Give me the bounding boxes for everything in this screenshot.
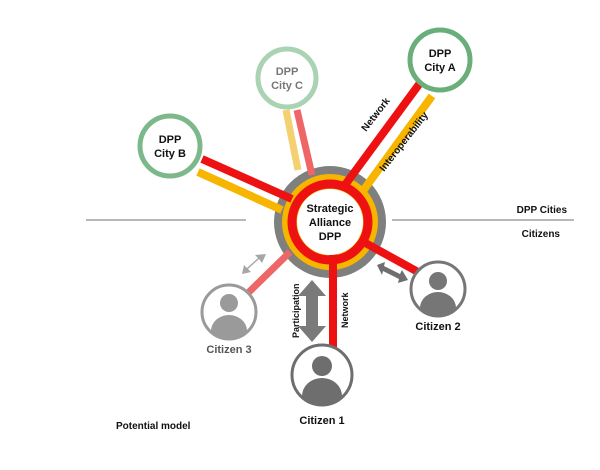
participation-arrow-citizen-2 (377, 262, 408, 283)
link-city-b-interoperability (196, 168, 284, 214)
city-c-label-line1: DPP (276, 66, 299, 78)
section-label-citizens: Citizens (522, 229, 561, 240)
center-label-line1: Strategic (306, 203, 353, 215)
city-b-label-line2: City B (154, 148, 186, 160)
center-label-line3: DPP (319, 231, 342, 243)
citizen-3-person-icon (211, 294, 247, 339)
caption: Potential model (116, 421, 191, 432)
city-a-label-line1: DPP (429, 48, 452, 60)
link-city-a-network (341, 80, 424, 188)
citizen-1-person-icon (302, 356, 342, 404)
city-b-label-line1: DPP (159, 134, 182, 146)
citizen-network-link-label: Network (340, 291, 350, 328)
participation-link-label: Participation (291, 283, 301, 338)
city-c-circle (255, 46, 319, 110)
city-a-circle (407, 27, 473, 93)
citizen-2-node[interactable]: Citizen 2 (409, 260, 467, 333)
center-label-line2: Alliance (309, 217, 351, 229)
participation-arrow-citizen-3 (242, 254, 266, 274)
city-c-label-line2: City C (271, 80, 303, 92)
citizen-1-node[interactable]: Citizen 1 (290, 343, 354, 427)
link-city-a-interoperability (356, 93, 436, 198)
link-citizen-2-network (358, 236, 420, 276)
city-b-node[interactable]: DPP City B (137, 113, 203, 179)
citizen-2-person-icon (420, 272, 456, 316)
city-c-node[interactable]: DPP City C (255, 46, 319, 110)
section-label-dpp-cities: DPP Cities (517, 205, 568, 216)
city-a-label-line2: City A (424, 62, 455, 74)
link-citizen-3-network (245, 249, 293, 296)
link-city-b-network (200, 155, 294, 203)
citizen-1-label: Citizen 1 (299, 415, 344, 427)
city-b-circle (137, 113, 203, 179)
interoperability-link-label: Interoperability (378, 110, 431, 174)
link-city-c-network (293, 109, 316, 176)
center-core (297, 189, 363, 255)
center-network-ring (287, 179, 373, 265)
citizen-2-label: Citizen 2 (415, 321, 460, 333)
citizen-3-node[interactable]: Citizen 3 (200, 283, 258, 356)
city-a-node[interactable]: DPP City A (407, 27, 473, 93)
link-city-c-interoperability (282, 109, 302, 171)
participation-arrow-citizen-1 (298, 280, 326, 342)
citizen-3-label: Citizen 3 (206, 344, 251, 356)
